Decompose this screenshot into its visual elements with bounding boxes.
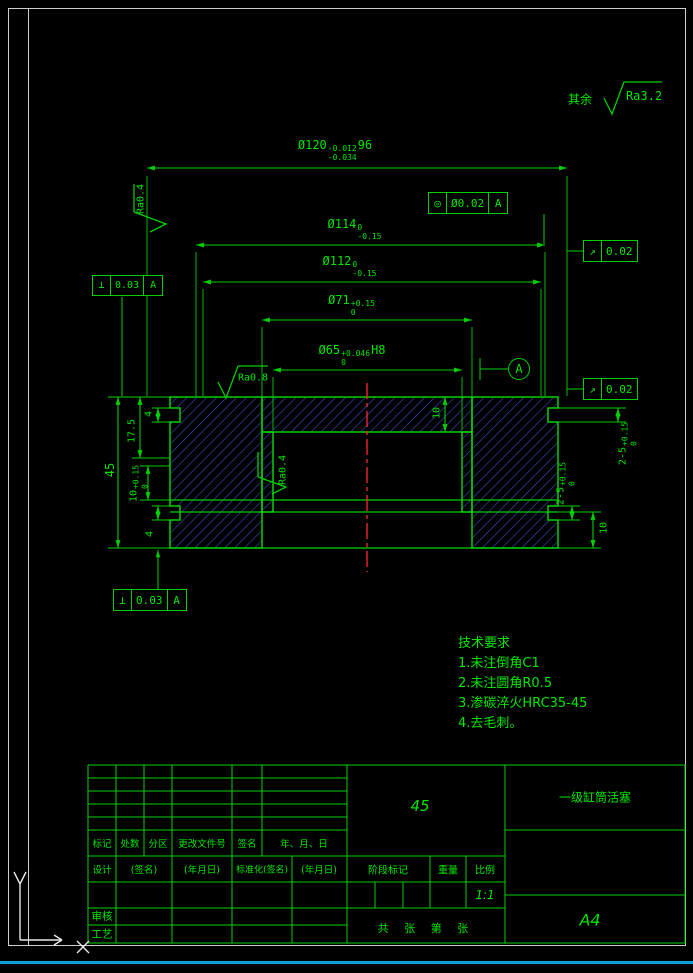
roughness-left-label: Ra0.4 bbox=[135, 183, 147, 215]
runout-icon: ↗ bbox=[584, 379, 602, 399]
technical-requirements: 技术要求 1.未注倒角C1 2.未注圆角R0.5 3.渗碳淬火HRC35-45 … bbox=[458, 634, 587, 734]
general-roughness-value: Ra3.2 bbox=[625, 89, 663, 103]
gdt-perp-bottom-value: 0.03 bbox=[132, 590, 168, 610]
sheet-note: 共 张 第 张 bbox=[377, 922, 475, 935]
weight-header: 重量 bbox=[438, 865, 458, 877]
design-row-cell: 设计 bbox=[92, 865, 112, 876]
scale-value: 1:1 bbox=[475, 888, 495, 902]
design-row-cell: (签名) bbox=[130, 865, 158, 876]
sheet-border bbox=[8, 8, 686, 946]
gdt-concentricity-value: Ø0.02 bbox=[447, 193, 490, 213]
gdt-perp-left-value: 0.03 bbox=[111, 276, 145, 295]
right-wall-hatched bbox=[471, 396, 559, 549]
ucs-icon bbox=[13, 871, 90, 954]
scale-header: 比例 bbox=[475, 865, 495, 877]
tech-req-item: 4.去毛刺。 bbox=[458, 716, 523, 731]
tech-req-item: 1.未注倒角C1 bbox=[458, 656, 540, 671]
roughness-left-icon bbox=[133, 184, 168, 233]
audit-label: 审核 bbox=[91, 910, 113, 923]
dim-height-45: 45 bbox=[103, 462, 117, 478]
datum-a-bubble: A bbox=[508, 358, 530, 380]
gdt-runout-bottom-frame: ↗ 0.02 bbox=[583, 378, 638, 400]
tech-req-item: 2.未注圆角R0.5 bbox=[458, 676, 553, 691]
perpendicularity-icon: ⊥ bbox=[93, 276, 111, 295]
part-name: 一级缸筒活塞 bbox=[558, 790, 632, 805]
stage-mark-header: 阶段标记 bbox=[368, 865, 408, 877]
general-note-label: 其余 bbox=[567, 92, 593, 107]
process-label: 工艺 bbox=[91, 928, 113, 941]
design-row-cell: (年月日) bbox=[184, 865, 220, 876]
gdt-runout-top-frame: ↗ 0.02 bbox=[583, 240, 638, 262]
design-row-cell: (年月日) bbox=[301, 865, 337, 876]
tech-req-item: 3.渗碳淬火HRC35-45 bbox=[458, 696, 588, 711]
roughness-top-label: Ra0.8 bbox=[237, 372, 269, 384]
revision-col-header: 处数 bbox=[120, 839, 140, 850]
gdt-concentricity-datum: A bbox=[494, 196, 502, 210]
dim-groove-4-top: 4 bbox=[143, 410, 155, 418]
tech-req-title: 技术要求 bbox=[458, 636, 511, 651]
roughness-symbols bbox=[133, 81, 662, 495]
revision-col-header: 标记 bbox=[92, 839, 112, 850]
dim-right-10: 10 bbox=[598, 521, 610, 535]
runout-icon: ↗ bbox=[584, 241, 602, 261]
left-wall-hatched bbox=[169, 396, 263, 549]
gdt-perp-left-datum: A bbox=[150, 280, 157, 291]
roughness-general-icon bbox=[603, 81, 662, 116]
part-section bbox=[169, 396, 559, 549]
gdt-runout-bottom-value: 0.02 bbox=[606, 382, 633, 396]
design-row-cell: 标准化(签名) bbox=[235, 865, 289, 876]
leader-lines bbox=[121, 214, 583, 589]
gdt-runout-top-value: 0.02 bbox=[606, 244, 633, 258]
gdt-perpendicularity-bottom-frame: ⊥ 0.03 A bbox=[113, 589, 187, 611]
perpendicularity-icon: ⊥ bbox=[114, 590, 132, 610]
roughness-top-icon bbox=[217, 365, 268, 400]
concentricity-icon: ◎ bbox=[429, 193, 447, 213]
dim-height-17-5: 17.5 bbox=[126, 418, 138, 444]
revision-col-header: 更改文件号 bbox=[178, 839, 226, 850]
revision-col-header: 签名 bbox=[237, 839, 257, 850]
gdt-perp-bottom-datum: A bbox=[173, 593, 180, 607]
gdt-concentricity-frame: ◎ Ø0.02 A bbox=[428, 192, 509, 214]
material-value: 45 bbox=[410, 797, 430, 815]
gdt-perpendicularity-left-frame: ⊥ 0.03 A bbox=[92, 275, 164, 296]
revision-col-header: 分区 bbox=[148, 839, 168, 850]
window-bottom-strip bbox=[0, 961, 693, 964]
roughness-bore-icon bbox=[257, 452, 288, 495]
title-block-grid bbox=[87, 764, 686, 944]
roughness-bore-label: Ra0.4 bbox=[277, 454, 289, 486]
dim-crown-10: 10 bbox=[431, 406, 443, 420]
paper-size: A4 bbox=[579, 910, 601, 930]
revision-col-header: 年、月、日 bbox=[280, 839, 328, 850]
dimension-lines bbox=[115, 165, 621, 548]
dim-groove-4-bottom: 4 bbox=[144, 530, 156, 538]
